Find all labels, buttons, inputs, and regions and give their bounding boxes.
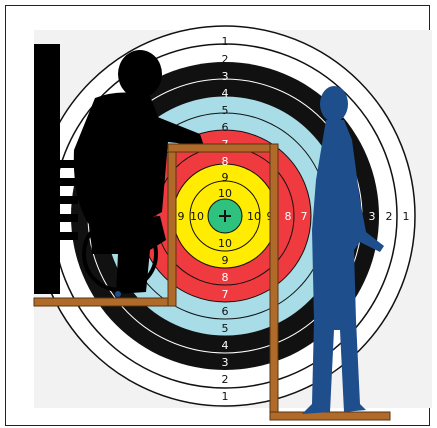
ring-number: 3 xyxy=(222,70,229,83)
ring-number: 6 xyxy=(222,305,229,318)
ring-number: 10 xyxy=(247,210,261,223)
chair-back xyxy=(34,44,60,294)
frame-left-post xyxy=(168,144,176,306)
foot-detail xyxy=(115,291,121,297)
head xyxy=(320,86,348,122)
ring-number: 10 xyxy=(218,187,232,200)
ring-number: 7 xyxy=(301,210,308,223)
ring-number: 8 xyxy=(285,210,292,223)
ring-number: 9 xyxy=(178,210,185,223)
ring-number: 6 xyxy=(222,121,229,134)
ring-number: 9 xyxy=(222,171,229,184)
chair-rail xyxy=(56,214,78,222)
ring-number: 8 xyxy=(222,155,229,168)
head xyxy=(118,50,162,98)
chair-rail xyxy=(56,196,78,204)
ring-number: 3 xyxy=(222,356,229,369)
ring-number: 10 xyxy=(218,237,232,250)
ring-number: 7 xyxy=(222,288,229,301)
frame-top-bar xyxy=(168,144,278,152)
ring-number: 3 xyxy=(369,210,376,223)
ring-number: 2 xyxy=(222,373,229,386)
ring-number: 8 xyxy=(222,271,229,284)
ring-number: 10 xyxy=(190,210,204,223)
ring-number: 1 xyxy=(403,210,410,223)
ring-number: 2 xyxy=(222,53,229,66)
ring-number: 4 xyxy=(222,339,229,352)
chair-rail xyxy=(56,178,78,186)
ring-number: 1 xyxy=(222,35,229,48)
ring-number: 5 xyxy=(222,322,229,335)
ring-numbers-left: 9 10 xyxy=(178,210,205,223)
ring-number: 5 xyxy=(222,104,229,117)
standing-platform xyxy=(270,412,390,420)
ring-number: 9 xyxy=(222,254,229,267)
chair-rail xyxy=(56,232,78,240)
frame-right-post xyxy=(270,144,278,420)
seated-platform xyxy=(34,298,176,306)
ring-number: 2 xyxy=(386,210,393,223)
ring-number: 1 xyxy=(222,390,229,403)
ring-number: 4 xyxy=(222,87,229,100)
